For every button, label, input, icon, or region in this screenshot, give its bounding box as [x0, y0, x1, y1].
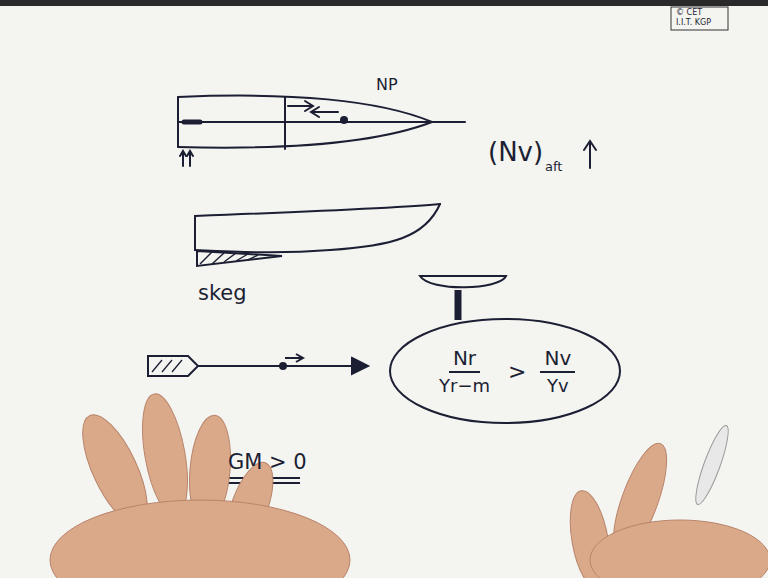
operator: > — [508, 359, 526, 384]
skeg-hatch — [200, 252, 258, 264]
logo-text: © CET — [676, 9, 702, 18]
ship-with-rudder — [148, 354, 368, 376]
point-label: NP — [376, 76, 398, 94]
center-dot — [279, 362, 287, 370]
neutral-point-dot — [340, 116, 348, 124]
numerator: Nv — [540, 347, 575, 373]
hands — [50, 390, 768, 578]
derivative-label: (Nv) — [488, 138, 543, 167]
hull-profile — [195, 204, 440, 266]
hull-plan-view — [178, 96, 465, 166]
logo-text: I.I.T. KGP — [676, 19, 711, 28]
inequality: NrYr−m > NvYv — [435, 347, 575, 396]
condition-label: GM > 0 — [228, 451, 307, 474]
ellipse-outline — [388, 317, 622, 425]
criterion-ellipse: NrYr−m > NvYv — [388, 317, 622, 425]
numerator: Nr — [449, 347, 480, 373]
fraction: NrYr−m — [435, 347, 494, 396]
denominator: Yr−m — [435, 373, 494, 396]
arrow-up-symbol — [584, 141, 596, 168]
part-label: skeg — [198, 282, 247, 305]
section-with-keel — [420, 276, 506, 320]
hull-hatch — [152, 360, 182, 372]
ellipse-outline — [390, 319, 620, 423]
logo-frame — [671, 7, 728, 30]
fraction: NvYv — [540, 347, 575, 396]
subscript-label: aft — [545, 160, 562, 174]
denominator: Yv — [543, 373, 573, 396]
board-edge — [0, 0, 768, 6]
